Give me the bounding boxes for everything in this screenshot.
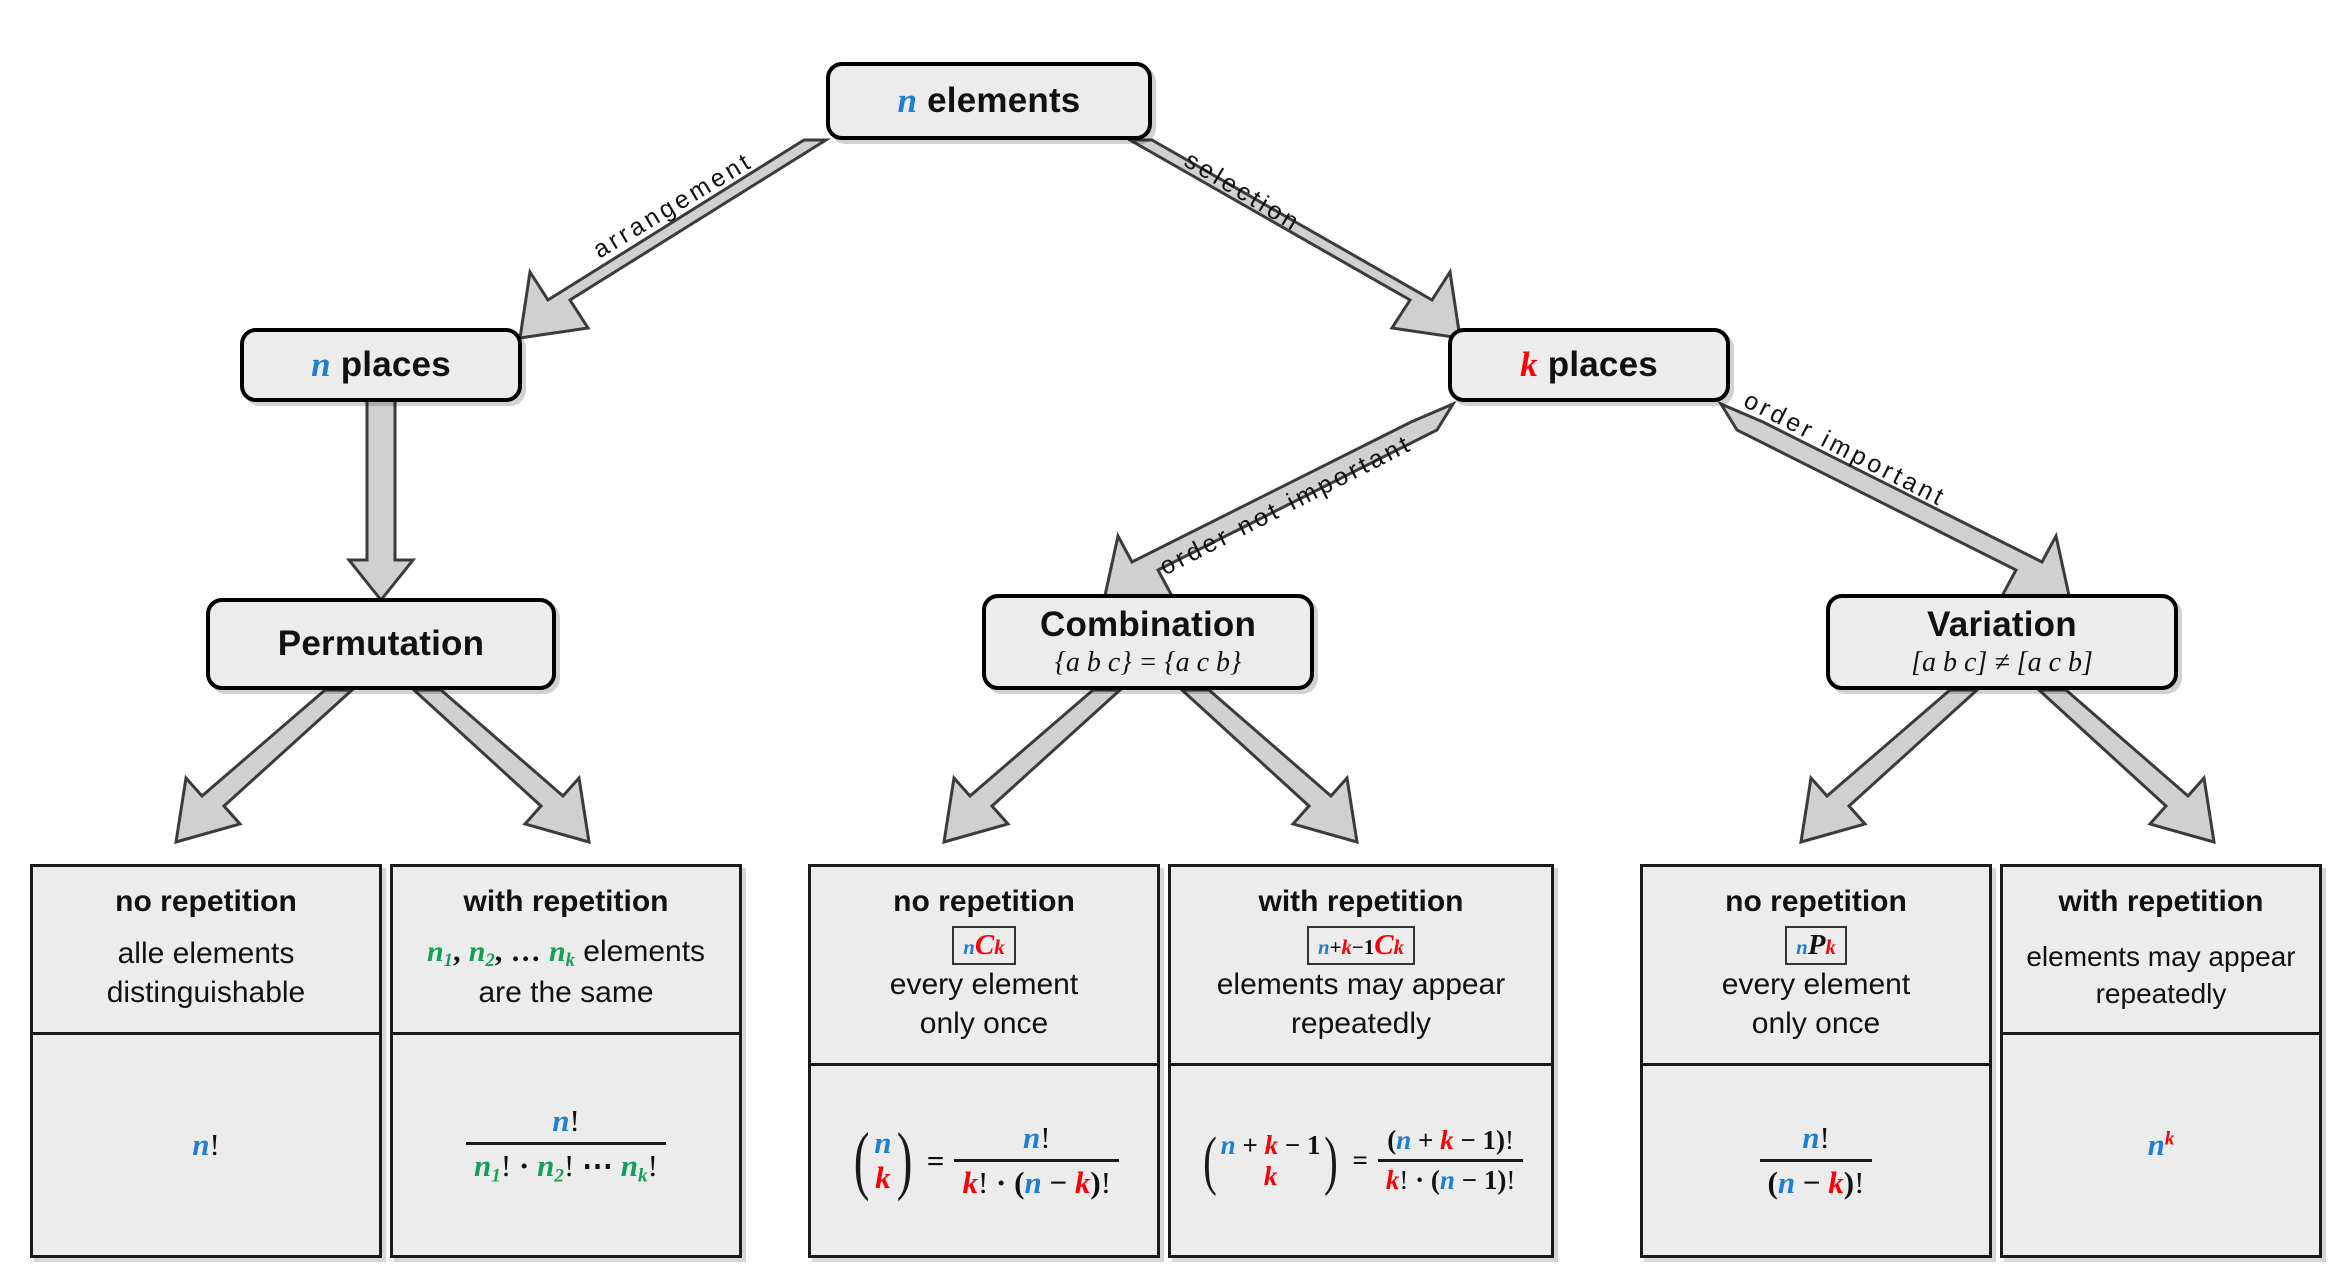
arrow-combination-to-leaf-4 xyxy=(1178,688,1359,845)
arrow-variation-to-leaf-5 xyxy=(1799,688,1981,845)
node-n-elements-label: n elements xyxy=(897,80,1081,120)
leaf-heading: no repetition xyxy=(893,885,1075,918)
leaf-permutation-no-repetition[interactable]: no repetition alle elements distinguisha… xyxy=(30,864,382,1258)
arrow-permutation-to-leaf-2 xyxy=(410,688,591,845)
leaf-notation-badge: nCk xyxy=(952,926,1016,966)
leaf-variation-with-repetition[interactable]: with repetition elements may appear repe… xyxy=(2000,864,2322,1258)
leaf-desc-line-2: only once xyxy=(1751,1007,1881,1041)
leaf-heading: no repetition xyxy=(115,885,297,918)
leaf-desc-line-2: only once xyxy=(919,1007,1049,1041)
arrow-variation-to-leaf-6 xyxy=(2035,688,2216,845)
node-combination-title: Combination xyxy=(1039,604,1257,644)
node-variation-title: Variation xyxy=(1927,604,2077,644)
leaf-desc-line-1: elements may appear xyxy=(1216,968,1506,1002)
leaf-heading: with repetition xyxy=(463,885,669,918)
node-k-places-label: k places xyxy=(1520,344,1658,384)
leaf-top-section: no repetition alle elements distinguisha… xyxy=(33,867,379,1035)
node-combination[interactable]: Combination {a b c} = {a c b} xyxy=(982,594,1314,690)
leaf-formula: ( n k ) = n! k! · (n − k)! xyxy=(811,1066,1157,1255)
var-n: n xyxy=(897,80,918,120)
leaf-formula: n! n1! · n2! ⋯ nk! xyxy=(393,1035,739,1255)
leaf-heading: with repetition xyxy=(2058,885,2264,918)
leaf-description: alle elements distinguishable xyxy=(33,934,379,1012)
node-permutation[interactable]: Permutation xyxy=(206,598,556,690)
leaf-formula: n! (n − k)! xyxy=(1643,1066,1989,1255)
arrow-k-places-to-variation xyxy=(1717,400,2072,602)
leaf-description: every element only once xyxy=(811,965,1157,1043)
edge-label-selection: selection xyxy=(1179,146,1307,238)
leaf-combination-no-repetition[interactable]: no repetition nCk every element only onc… xyxy=(808,864,1160,1258)
node-k-places-text: places xyxy=(1547,344,1658,384)
leaf-desc-line-2: distinguishable xyxy=(106,976,306,1009)
leaf-desc-line-1: every element xyxy=(889,968,1079,1002)
leaf-notation-badge: nPk xyxy=(1785,926,1847,966)
leaf-description: every element only once xyxy=(1643,965,1989,1043)
leaf-formula: nk xyxy=(2147,1127,2175,1162)
leaf-desc-line-1: n1, n2, … nk elements xyxy=(426,934,706,971)
leaf-variation-no-repetition[interactable]: no repetition nPk every element only onc… xyxy=(1640,864,1992,1258)
leaf-top-section: no repetition nPk every element only onc… xyxy=(1643,867,1989,1067)
leaf-description: elements may appear repeatedly xyxy=(2003,939,2319,1012)
node-n-places[interactable]: n places xyxy=(240,328,522,402)
edge-label-order-important: order important xyxy=(1739,386,1952,513)
leaf-desc-line-2: are the same xyxy=(478,976,654,1009)
node-n-places-label: n places xyxy=(311,344,451,384)
var-k: k xyxy=(1520,344,1538,384)
leaf-top-section: no repetition nCk every element only onc… xyxy=(811,867,1157,1067)
leaf-desc-line-2: repeatedly xyxy=(2095,977,2227,1009)
edge-label-arrangement: arrangement xyxy=(588,146,758,265)
arrow-permutation-to-leaf-1 xyxy=(174,688,356,845)
leaf-description: elements may appear repeatedly xyxy=(1171,965,1551,1043)
leaf-desc-line-2: repeatedly xyxy=(1290,1007,1432,1041)
leaf-formula: n! xyxy=(192,1127,220,1162)
node-variation-subtitle: [a b c] ≠ [a c b] xyxy=(1911,646,2093,678)
node-variation[interactable]: Variation [a b c] ≠ [a c b] xyxy=(1826,594,2178,690)
leaf-desc-line-1: elements may appear xyxy=(2026,941,2296,973)
leaf-formula: ( n + k − 1 k ) = (n + k − 1)! k! · (n −… xyxy=(1171,1066,1551,1255)
node-n-elements[interactable]: n elements xyxy=(826,62,1152,140)
leaf-top-section: with repetition n1, n2, … nk elements ar… xyxy=(393,867,739,1035)
leaf-top-section: with repetition elements may appear repe… xyxy=(2003,867,2319,1035)
node-n-places-text: places xyxy=(340,344,451,384)
edge-label-order-not-important: order not important xyxy=(1155,429,1417,581)
leaf-heading: with repetition xyxy=(1258,885,1464,918)
arrow-combination-to-leaf-3 xyxy=(942,688,1124,845)
node-permutation-title: Permutation xyxy=(277,623,485,663)
leaf-desc-line-1: alle elements xyxy=(117,937,295,970)
leaf-combination-with-repetition[interactable]: with repetition n+k−1Ck elements may app… xyxy=(1168,864,1554,1258)
node-k-places[interactable]: k places xyxy=(1448,328,1730,402)
leaf-description: n1, n2, … nk elements are the same xyxy=(393,932,739,1012)
arrow-n-places-to-permutation xyxy=(345,398,417,603)
var-n: n xyxy=(311,344,331,384)
leaf-notation-badge: n+k−1Ck xyxy=(1306,926,1416,966)
node-n-elements-text: elements xyxy=(927,80,1081,120)
leaf-permutation-with-repetition[interactable]: with repetition n1, n2, … nk elements ar… xyxy=(390,864,742,1258)
leaf-desc-line-1: every element xyxy=(1721,968,1911,1002)
leaf-top-section: with repetition n+k−1Ck elements may app… xyxy=(1171,867,1551,1067)
arrow-root-to-n-places xyxy=(518,138,832,340)
leaf-heading: no repetition xyxy=(1725,885,1907,918)
node-combination-subtitle: {a b c} = {a c b} xyxy=(1054,646,1242,678)
